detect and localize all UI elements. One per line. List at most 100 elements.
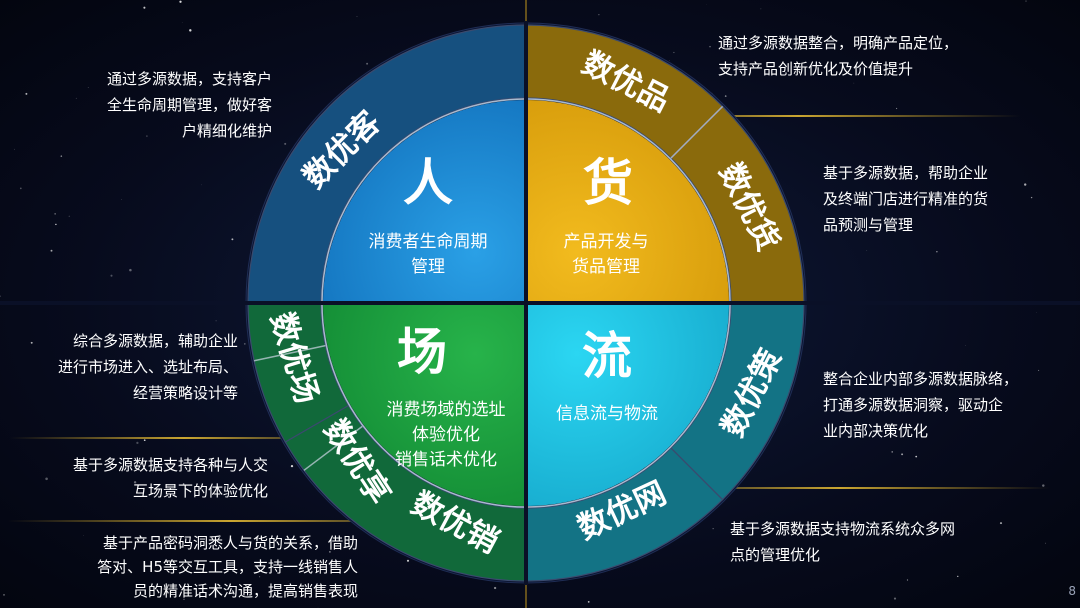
star — [179, 0, 182, 3]
star — [14, 148, 15, 150]
quadrant-people — [323, 100, 526, 303]
star — [121, 199, 123, 200]
star — [1024, 183, 1027, 186]
star — [709, 45, 711, 48]
star — [1025, 0, 1027, 2]
star — [159, 101, 161, 103]
desc-network: 基于多源数据支持物流系统众多网 点的管理优化 — [730, 520, 956, 564]
star — [878, 372, 881, 375]
desc-product: 通过多源数据整合，明确产品定位， 支持产品创新优化及价值提升 — [718, 34, 959, 78]
star — [842, 420, 843, 422]
star — [243, 343, 246, 345]
star — [45, 477, 48, 481]
star — [1042, 484, 1045, 487]
quadrant-subtitle-scene: 销售话术优化 — [395, 450, 497, 470]
star — [183, 598, 185, 600]
star — [906, 579, 909, 581]
star — [891, 451, 893, 453]
star — [936, 251, 938, 253]
star — [146, 135, 148, 137]
star — [1030, 196, 1033, 199]
star — [961, 408, 963, 410]
star — [853, 82, 855, 84]
quadrant-title-people: 人 — [403, 154, 453, 212]
ring-segment-goods-inventory — [670, 105, 805, 304]
star — [893, 597, 897, 600]
star — [25, 92, 28, 95]
desc-share: 基于多源数据支持各种与人交 互场景下的体验优化 — [72, 456, 268, 500]
star — [712, 528, 714, 530]
star — [598, 14, 600, 16]
desc-customer: 通过多源数据，支持客户 全生命周期管理，做好客 户精细化维护 — [106, 70, 272, 140]
star — [366, 62, 369, 65]
connector-line — [10, 437, 300, 439]
star — [958, 208, 960, 210]
star — [68, 215, 70, 217]
quadrant-subtitle-goods: 货品管理 — [572, 257, 640, 277]
vertical-cross-divider — [524, 21, 528, 585]
connector-line — [8, 520, 380, 522]
star — [110, 274, 113, 277]
desc-strategy: 整合企业内部多源数据脉络， 打通多源数据洞察，驱动企 业内部决策优化 — [823, 370, 1019, 440]
star — [866, 250, 868, 251]
ring-divider — [670, 105, 724, 159]
star — [256, 536, 259, 539]
quadrant-subtitle-flow: 信息流与物流 — [556, 404, 658, 424]
star — [760, 8, 762, 10]
quadrant-title-goods: 货 — [583, 154, 633, 212]
star — [356, 16, 358, 17]
inner-quadrants — [0, 21, 1080, 585]
desc-scene: 综合多源数据，辅助企业 进行市场进入、选址布局、 经营策略设计等 — [57, 332, 238, 402]
star — [215, 320, 217, 322]
star — [992, 375, 995, 378]
star — [19, 187, 22, 190]
star — [87, 87, 89, 88]
quadrant-subtitle-people: 消费者生命周期 — [369, 232, 488, 252]
star — [284, 142, 287, 145]
star — [1038, 369, 1040, 371]
desc-sales: 基于产品密码洞悉人与货的关系，借助 答对、H5等交互工具，支持一线销售人 员的精… — [97, 534, 358, 600]
ring-segment-people — [247, 24, 527, 304]
connector-line — [650, 115, 1020, 117]
star — [143, 439, 146, 442]
star — [54, 213, 56, 215]
star — [181, 22, 183, 23]
star — [133, 481, 137, 484]
star — [55, 223, 57, 226]
star — [329, 551, 331, 553]
quadrant-subtitle-scene: 体验优化 — [412, 425, 480, 445]
star — [999, 522, 1003, 525]
star — [493, 586, 497, 590]
star — [901, 453, 904, 456]
ring-divider — [253, 344, 326, 362]
star — [290, 464, 294, 468]
horizontal-divider — [0, 301, 1080, 305]
star — [896, 107, 898, 110]
connector-line — [700, 487, 1050, 489]
star — [75, 97, 77, 99]
star — [587, 601, 590, 603]
star — [198, 399, 200, 401]
star — [965, 345, 966, 346]
ring-segment-scene-share — [247, 302, 350, 443]
star — [259, 576, 261, 578]
star — [957, 575, 959, 578]
star — [83, 535, 84, 536]
star — [50, 249, 53, 252]
quadrant-subtitle-people: 管理 — [411, 257, 445, 277]
desc-inventory: 基于多源数据，帮助企业 及终端门店进行精准的货 品预测与管理 — [823, 164, 989, 234]
quadrant-subtitle-goods: 产品开发与 — [564, 232, 649, 252]
star — [673, 51, 675, 54]
quadrant-scene — [323, 303, 526, 506]
star — [0, 295, 1, 297]
star — [143, 6, 146, 9]
star — [915, 455, 918, 458]
star — [129, 268, 132, 272]
star — [189, 29, 192, 32]
quadrant-flow — [526, 303, 729, 506]
quadrant-title-flow: 流 — [582, 327, 632, 385]
quadrant-title-scene: 场 — [397, 323, 447, 381]
star — [30, 341, 33, 344]
star — [60, 155, 63, 157]
